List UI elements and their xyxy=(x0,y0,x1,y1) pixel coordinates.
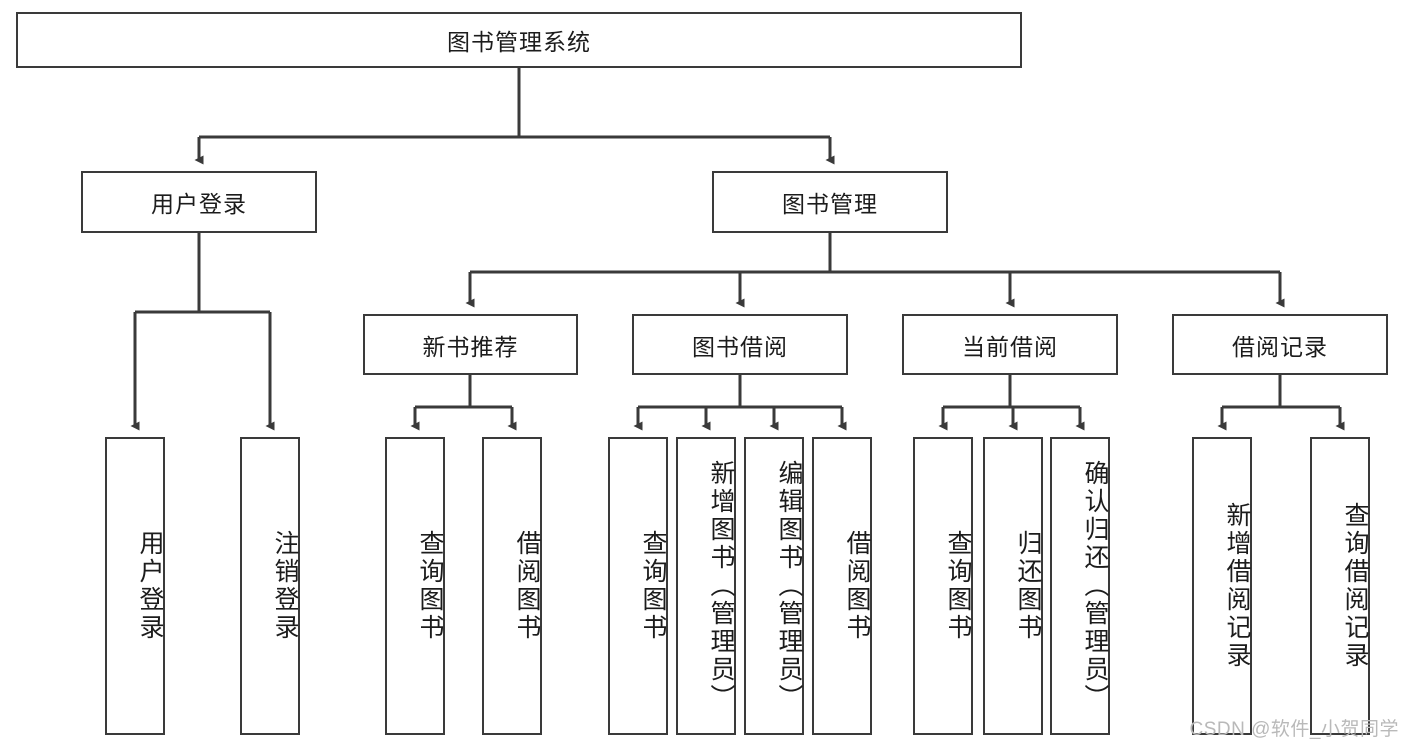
node-book-borrow-label: 图书借阅 xyxy=(692,333,788,360)
node-leaf-user-logout[interactable]: 注销登录 xyxy=(240,437,300,735)
node-leaf-borrow-book-1-label: 借阅图书 xyxy=(513,530,541,642)
node-leaf-query-book-2[interactable]: 查询图书 xyxy=(608,437,668,735)
node-leaf-query-book-2-label: 查询图书 xyxy=(639,530,667,642)
node-leaf-return-book-label: 归还图书 xyxy=(1014,530,1042,642)
node-leaf-user-logout-label: 注销登录 xyxy=(271,530,299,642)
node-leaf-return-book[interactable]: 归还图书 xyxy=(983,437,1043,735)
node-book-borrow[interactable]: 图书借阅 xyxy=(632,314,848,375)
node-leaf-query-book-3-label: 查询图书 xyxy=(944,530,972,642)
node-leaf-borrow-book-1[interactable]: 借阅图书 xyxy=(482,437,542,735)
node-leaf-borrow-book-2-label: 借阅图书 xyxy=(843,530,871,642)
node-leaf-user-login[interactable]: 用户登录 xyxy=(105,437,165,735)
node-leaf-add-borrow-record[interactable]: 新增借阅记录 xyxy=(1192,437,1252,735)
node-borrow-record[interactable]: 借阅记录 xyxy=(1172,314,1388,375)
node-user-login-label: 用户登录 xyxy=(151,191,247,217)
node-leaf-query-book-1-label: 查询图书 xyxy=(416,530,444,642)
node-book-management-label: 图书管理 xyxy=(782,191,878,217)
node-leaf-confirm-return-label: 确认归还（管理员） xyxy=(1081,460,1109,712)
node-leaf-edit-book[interactable]: 编辑图书（管理员） xyxy=(744,437,804,735)
node-leaf-confirm-return[interactable]: 确认归还（管理员） xyxy=(1050,437,1110,735)
node-leaf-add-borrow-record-label: 新增借阅记录 xyxy=(1223,502,1251,670)
node-root[interactable]: 图书管理系统 xyxy=(16,12,1022,68)
node-new-book-recommend[interactable]: 新书推荐 xyxy=(363,314,578,375)
node-root-label: 图书管理系统 xyxy=(447,29,591,55)
node-borrow-record-label: 借阅记录 xyxy=(1232,333,1328,360)
node-leaf-borrow-book-2[interactable]: 借阅图书 xyxy=(812,437,872,735)
node-leaf-user-login-label: 用户登录 xyxy=(136,530,164,642)
node-new-book-recommend-label: 新书推荐 xyxy=(422,333,519,360)
node-leaf-add-book-label: 新增图书（管理员） xyxy=(707,460,735,712)
node-current-borrow[interactable]: 当前借阅 xyxy=(902,314,1118,375)
node-user-login[interactable]: 用户登录 xyxy=(81,171,317,233)
node-leaf-query-book-3[interactable]: 查询图书 xyxy=(913,437,973,735)
node-leaf-query-borrow-record[interactable]: 查询借阅记录 xyxy=(1310,437,1370,735)
node-leaf-edit-book-label: 编辑图书（管理员） xyxy=(775,460,803,712)
node-leaf-add-book[interactable]: 新增图书（管理员） xyxy=(676,437,736,735)
node-current-borrow-label: 当前借阅 xyxy=(962,333,1058,360)
node-leaf-query-book-1[interactable]: 查询图书 xyxy=(385,437,445,735)
node-leaf-query-borrow-record-label: 查询借阅记录 xyxy=(1341,502,1369,670)
node-book-management[interactable]: 图书管理 xyxy=(712,171,948,233)
watermark: CSDN @软件_小贺同学 xyxy=(1189,719,1399,740)
